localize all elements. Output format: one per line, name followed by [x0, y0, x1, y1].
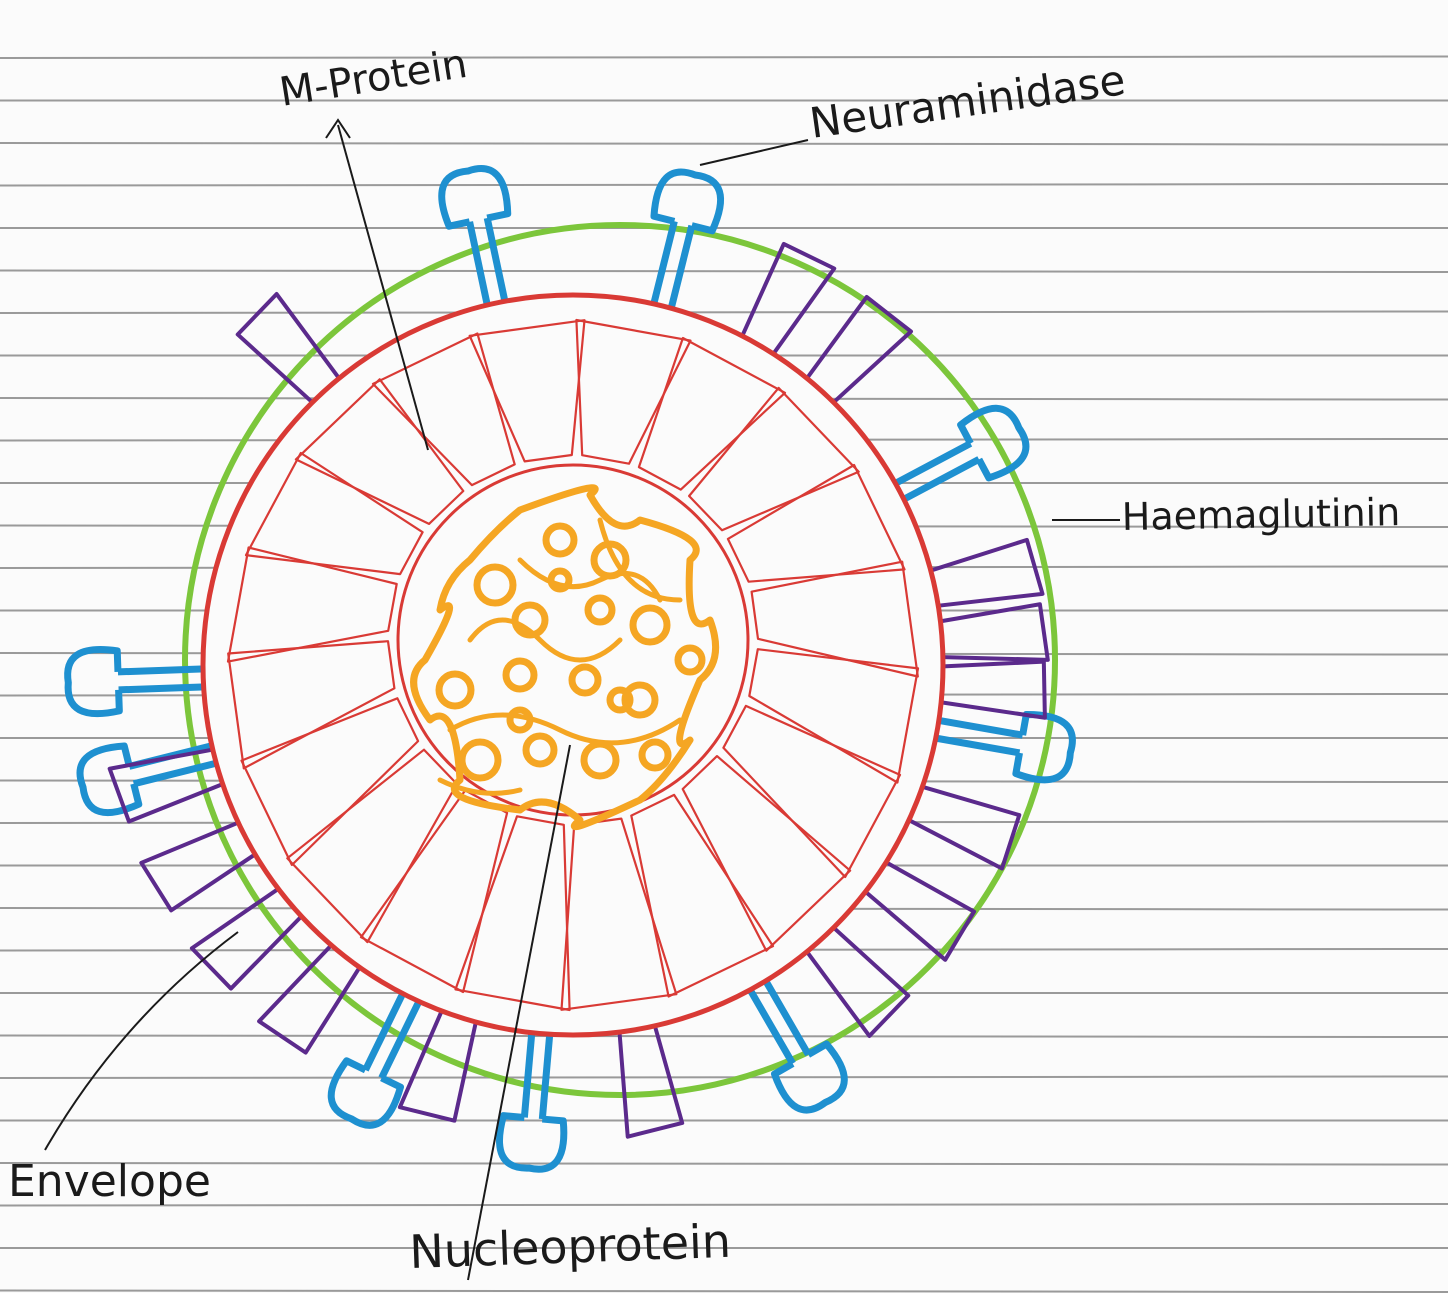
- rule-line: [0, 312, 1448, 314]
- neuraminidase-spike: [630, 167, 726, 319]
- rule-line: [0, 184, 1448, 186]
- rule-line: [0, 57, 1448, 59]
- rule-line: [0, 1077, 1448, 1079]
- label-haemaglutinin: Haemaglutinin: [1121, 490, 1400, 539]
- neuraminidase-spike: [75, 722, 227, 818]
- neuraminidase-spike: [497, 1026, 573, 1171]
- rule-line: [0, 271, 1448, 273]
- m-protein-arrow-icon: [326, 120, 350, 138]
- rule-line: [0, 143, 1448, 145]
- haemaglutinin-spike: [940, 604, 1048, 667]
- haemaglutinin-spike: [929, 539, 1042, 615]
- rule-line: [0, 1036, 1448, 1038]
- label-m-protein: M-Protein: [276, 41, 470, 116]
- label-nucleoprotein: Nucleoprotein: [408, 1214, 731, 1279]
- rule-line: [0, 1163, 1448, 1165]
- rule-line: [0, 1291, 1448, 1293]
- label-envelope: Envelope: [8, 1156, 211, 1207]
- label-neuraminidase: Neuraminidase: [807, 55, 1129, 148]
- haemaglutinin-spike: [941, 656, 1048, 717]
- rule-line: [0, 1204, 1448, 1206]
- inner-ring: [398, 465, 748, 815]
